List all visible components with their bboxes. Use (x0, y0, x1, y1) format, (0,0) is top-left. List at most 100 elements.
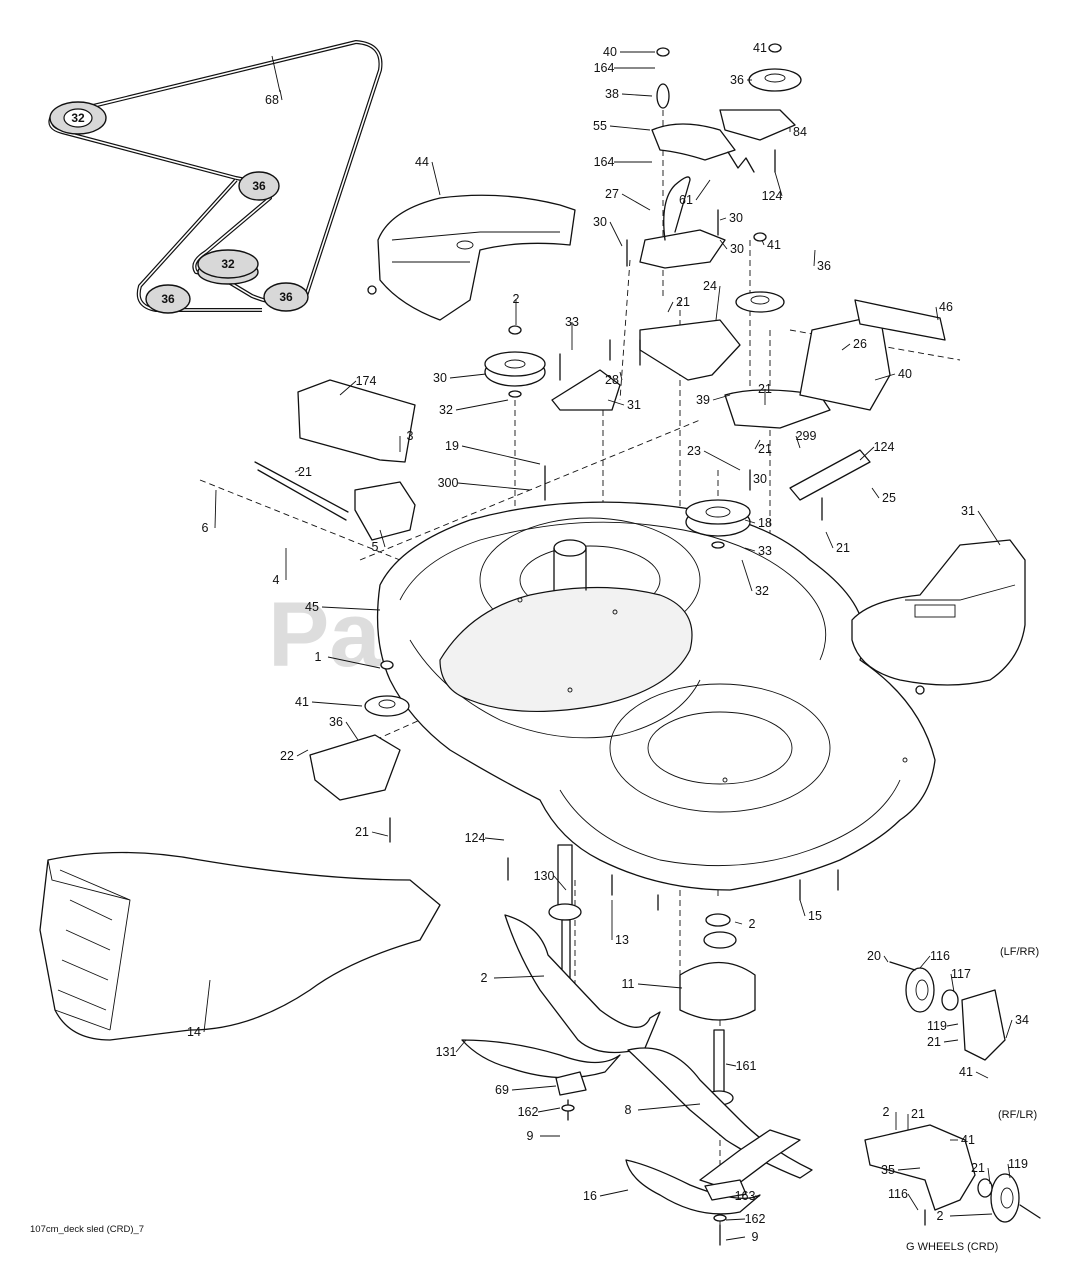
callout-leader (607, 399, 625, 406)
callout-16: 16 (583, 1189, 629, 1203)
callout-leader (449, 373, 487, 379)
callout-124: 124 (859, 440, 894, 461)
callout-leader (919, 955, 931, 969)
callout-21: 21 (825, 531, 850, 555)
callout-22: 22 (280, 749, 309, 763)
callout-leader (1005, 1019, 1013, 1039)
deck-shield-left (367, 194, 576, 321)
callout-13: 13 (611, 900, 629, 947)
callout-68: 68 (265, 89, 283, 107)
gauge-wheel-rf-lr (864, 1124, 1041, 1226)
callout-69: 69 (495, 1083, 557, 1097)
callout-number: 30 (753, 472, 767, 486)
callout-number: 6 (202, 521, 209, 535)
callout-number: 21 (758, 382, 772, 396)
callout-number: 31 (961, 504, 975, 518)
callout-20: 20 (867, 949, 889, 963)
callout-leader (484, 837, 505, 841)
callout-leader (744, 547, 756, 552)
callout-119: 119 (927, 1019, 959, 1033)
callout-number: 44 (415, 155, 429, 169)
callout-6: 6 (202, 489, 217, 535)
callout-299: 299 (795, 429, 816, 449)
callout-number: 16 (583, 1189, 597, 1203)
callout-leader (609, 125, 651, 131)
callout-leader (795, 435, 801, 449)
pulley-label: 32 (221, 257, 235, 271)
callout-number: 9 (527, 1129, 534, 1143)
callout-19: 19 (445, 439, 541, 465)
callout-leader (725, 1236, 746, 1241)
callout-leader (203, 979, 211, 1033)
callout-leader (859, 446, 875, 461)
callout-21: 21 (971, 1161, 991, 1185)
callout-number: 27 (605, 187, 619, 201)
callout-number: 2 (481, 971, 488, 985)
callout-number: 41 (959, 1065, 973, 1079)
callout-leader (943, 1039, 959, 1043)
callout-number: 163 (735, 1189, 756, 1203)
callout-number: 21 (758, 442, 772, 456)
callout-34: 34 (1005, 1013, 1029, 1039)
callout-leader (537, 1107, 561, 1113)
callout-number: 21 (298, 465, 312, 479)
callout-leader (461, 445, 541, 465)
callout-41: 41 (959, 1065, 989, 1079)
note-rf-lr: (RF/LR) (998, 1109, 1037, 1121)
callout-leader (621, 193, 651, 211)
callout-number: 20 (867, 949, 881, 963)
callout-number: 119 (1008, 1157, 1028, 1171)
callout-36: 36 (813, 249, 831, 273)
callout-leader (754, 439, 761, 450)
callout-leader (813, 249, 816, 267)
callout-number: 124 (465, 831, 486, 845)
callout-36: 36 (730, 73, 752, 87)
callout-number: 117 (951, 967, 971, 981)
pulley-32-inset-center: 32 (197, 249, 259, 285)
callout-41: 41 (761, 238, 781, 252)
callout-2: 2 (937, 1209, 993, 1223)
callout-number: 3 (407, 429, 414, 443)
callout-15: 15 (799, 899, 822, 923)
callout-11: 11 (622, 977, 683, 991)
pulley-32-inset-top: 32 (49, 101, 107, 135)
callout-number: 2 (883, 1105, 890, 1119)
callout-1: 1 (315, 650, 381, 669)
callout-number: 25 (882, 491, 896, 505)
callout-number: 2 (937, 1209, 944, 1223)
callout-number: 131 (436, 1045, 457, 1059)
callout-number: 46 (939, 300, 953, 314)
callout-leader (949, 1213, 993, 1217)
callout-number: 21 (676, 295, 690, 309)
callout-number: 68 (265, 93, 279, 107)
callout-number: 21 (927, 1035, 941, 1049)
callout-117: 117 (950, 967, 971, 993)
callout-number: 33 (758, 544, 772, 558)
pulley-label: 36 (279, 290, 293, 304)
callout-number: 32 (755, 584, 769, 598)
belt-routing-inset: 32 36 32 36 36 (48, 40, 383, 314)
callout-124: 124 (465, 831, 505, 845)
callout-leader (741, 559, 753, 592)
callout-leader (761, 239, 765, 246)
drawing-footer: 107cm_deck sled (CRD)_7 (30, 1224, 144, 1235)
callout-number: 41 (753, 41, 767, 55)
callout-number: 18 (758, 516, 772, 530)
pulleys-main (364, 43, 802, 717)
callout-leader (977, 510, 1001, 546)
callout-leader (339, 380, 357, 396)
callout-number: 162 (745, 1212, 766, 1226)
callout-number: 22 (280, 749, 294, 763)
callout-leader (987, 1167, 991, 1185)
callout-leader (379, 529, 386, 548)
deck-shield-right (851, 539, 1026, 695)
callout-number: 36 (730, 73, 744, 87)
callout-27: 27 (605, 187, 651, 211)
callout-84: 84 (789, 125, 807, 139)
callout-number: 300 (438, 476, 459, 490)
callout-leader (457, 482, 531, 491)
callout-number: 40 (603, 45, 617, 59)
callout-116: 116 (919, 949, 950, 969)
callout-30: 30 (433, 371, 487, 385)
callout-leader (799, 899, 806, 917)
